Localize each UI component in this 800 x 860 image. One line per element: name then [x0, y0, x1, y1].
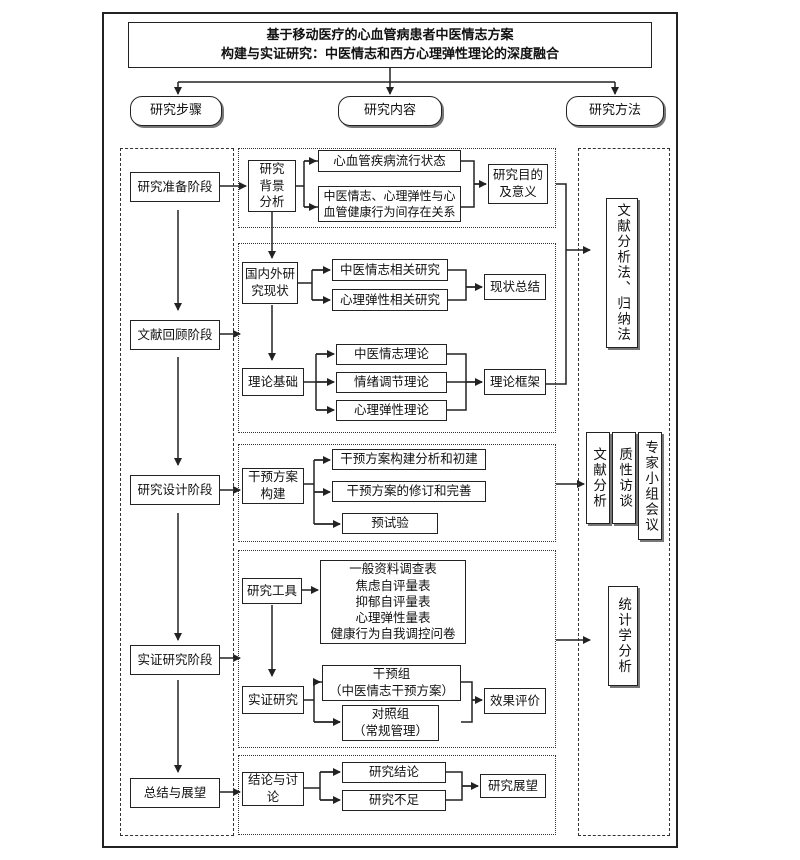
background-analysis: 研究 背景 分析 — [248, 160, 296, 212]
resilience-theory: 心理弹性理论 — [336, 400, 447, 421]
methods-column — [578, 148, 670, 836]
stage-conclusion: 总结与展望 — [130, 778, 220, 808]
design-section — [238, 444, 556, 542]
conclusion-section — [238, 755, 556, 835]
theoretical-basis: 理论基础 — [242, 368, 304, 396]
prep-section — [238, 148, 556, 228]
research-conclusion: 研究结论 — [342, 762, 446, 783]
header-content: 研究内容 — [338, 96, 442, 126]
design-step-pilot: 预试验 — [342, 513, 438, 534]
prep-to-method-bus — [546, 183, 567, 385]
emotion-regulation-theory: 情绪调节理论 — [336, 372, 447, 393]
steps-column — [120, 148, 234, 836]
research-limitations: 研究不足 — [342, 790, 446, 811]
method-literature-induction: 文献分析法、归纳法 — [606, 198, 638, 348]
tool-list: 一般资料调查表 焦虑自评量表 抑郁自评量表 心理弹性量表 健康行为自我调控问卷 — [320, 560, 466, 644]
header-methods: 研究方法 — [566, 96, 664, 126]
tcm-theory: 中医情志理论 — [336, 344, 447, 365]
title-line-1: 基于移动医疗的心血管病患者中医情志方案 — [266, 27, 514, 43]
method-qualitative-interview: 质性访谈 — [612, 432, 636, 524]
title-line-2: 构建与实证研究：中医情志和西方心理弹性理论的深度融合 — [220, 47, 559, 62]
discussion-split — [304, 771, 334, 801]
status-split — [298, 269, 326, 301]
stage-design: 研究设计阶段 — [130, 475, 220, 505]
research-outlook: 研究展望 — [480, 774, 546, 798]
research-tools: 研究工具 — [242, 578, 302, 604]
resilience-research: 心理弹性相关研究 — [332, 289, 448, 311]
empirical-study: 实证研究 — [242, 686, 304, 714]
review-section — [238, 243, 556, 433]
stage-empirical: 实证研究阶段 — [130, 645, 220, 675]
stage-review: 文献回顾阶段 — [130, 320, 220, 350]
plan-construction: 干预方案 构建 — [242, 468, 304, 504]
relationship-statement: 中医情志、心理弹性与心 血管健康行为间存在关系 — [318, 186, 461, 222]
control-group: 对照组 （常规管理） — [342, 705, 439, 741]
design-step-revision: 干预方案的修订和完善 — [332, 481, 486, 502]
design-step-analysis: 干预方案构建分析和初建 — [332, 449, 486, 470]
theoretical-framework: 理论框架 — [484, 369, 546, 395]
header-steps: 研究步骤 — [130, 96, 222, 126]
intervention-group: 干预组 （中医情志干预方案） — [322, 665, 461, 701]
tcm-research: 中医情志相关研究 — [332, 259, 448, 281]
stage-prep: 研究准备阶段 — [130, 172, 220, 202]
cvd-prevalence: 心血管疾病流行状态 — [318, 150, 461, 172]
diagram-title: 基于移动医疗的心血管病患者中医情志方案 构建与实证研究：中医情志和西方心理弹性理… — [128, 22, 652, 68]
diagram-frame — [102, 12, 678, 848]
study-split — [304, 681, 340, 723]
method-literature-analysis: 文献分析 — [586, 432, 610, 524]
empirical-section — [238, 550, 556, 748]
research-status: 国内外研 究现状 — [242, 262, 298, 304]
bg-split — [296, 160, 318, 208]
conclusion-discussion: 结论与讨 论 — [242, 772, 304, 806]
status-summary: 现状总结 — [484, 274, 546, 300]
purpose-significance: 研究目的 及意义 — [488, 164, 548, 204]
method-statistics: 统计学分析 — [608, 586, 638, 686]
method-expert-meeting: 专家小组会议 — [638, 432, 662, 540]
effect-evaluation: 效果评价 — [484, 688, 546, 714]
